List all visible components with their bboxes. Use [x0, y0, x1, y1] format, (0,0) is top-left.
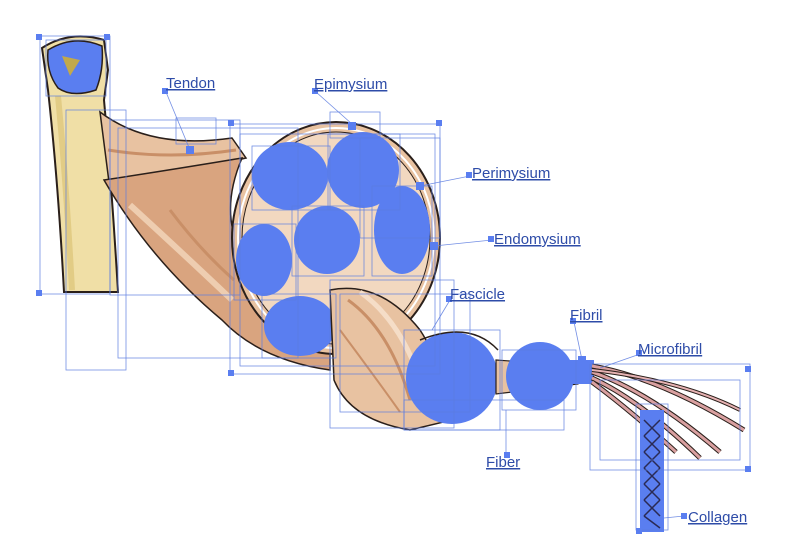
microfibrils	[590, 363, 746, 460]
fibril-cross-section	[506, 342, 574, 410]
label-collagen: Collagen	[688, 509, 747, 526]
label-perimysium: Perimysium	[472, 165, 550, 182]
bone	[40, 35, 120, 293]
collagen	[640, 410, 664, 532]
label-fiber: Fiber	[486, 454, 520, 471]
labels: Tendon Epimysium Perimysium Endomysium F…	[166, 75, 747, 526]
fascicle-bundle	[252, 142, 328, 210]
fascicle-extension	[329, 287, 499, 431]
label-microfibril: Microfibril	[638, 341, 702, 358]
label-epimysium: Epimysium	[314, 76, 387, 93]
fascicle-bundle	[327, 132, 399, 208]
fiber-cross-section	[406, 332, 498, 424]
label-tendon: Tendon	[166, 75, 215, 92]
label-endomysium: Endomysium	[494, 231, 581, 248]
label-fascicle: Fascicle	[450, 286, 505, 303]
epimysium-section	[231, 121, 441, 356]
selection-overlay	[36, 34, 751, 534]
fascicle-bundle	[236, 224, 292, 296]
fascicle-bundle	[294, 206, 360, 274]
fascicle-bundle	[374, 186, 430, 274]
fascicle-bundle	[264, 296, 336, 356]
label-fibril: Fibril	[570, 307, 603, 324]
